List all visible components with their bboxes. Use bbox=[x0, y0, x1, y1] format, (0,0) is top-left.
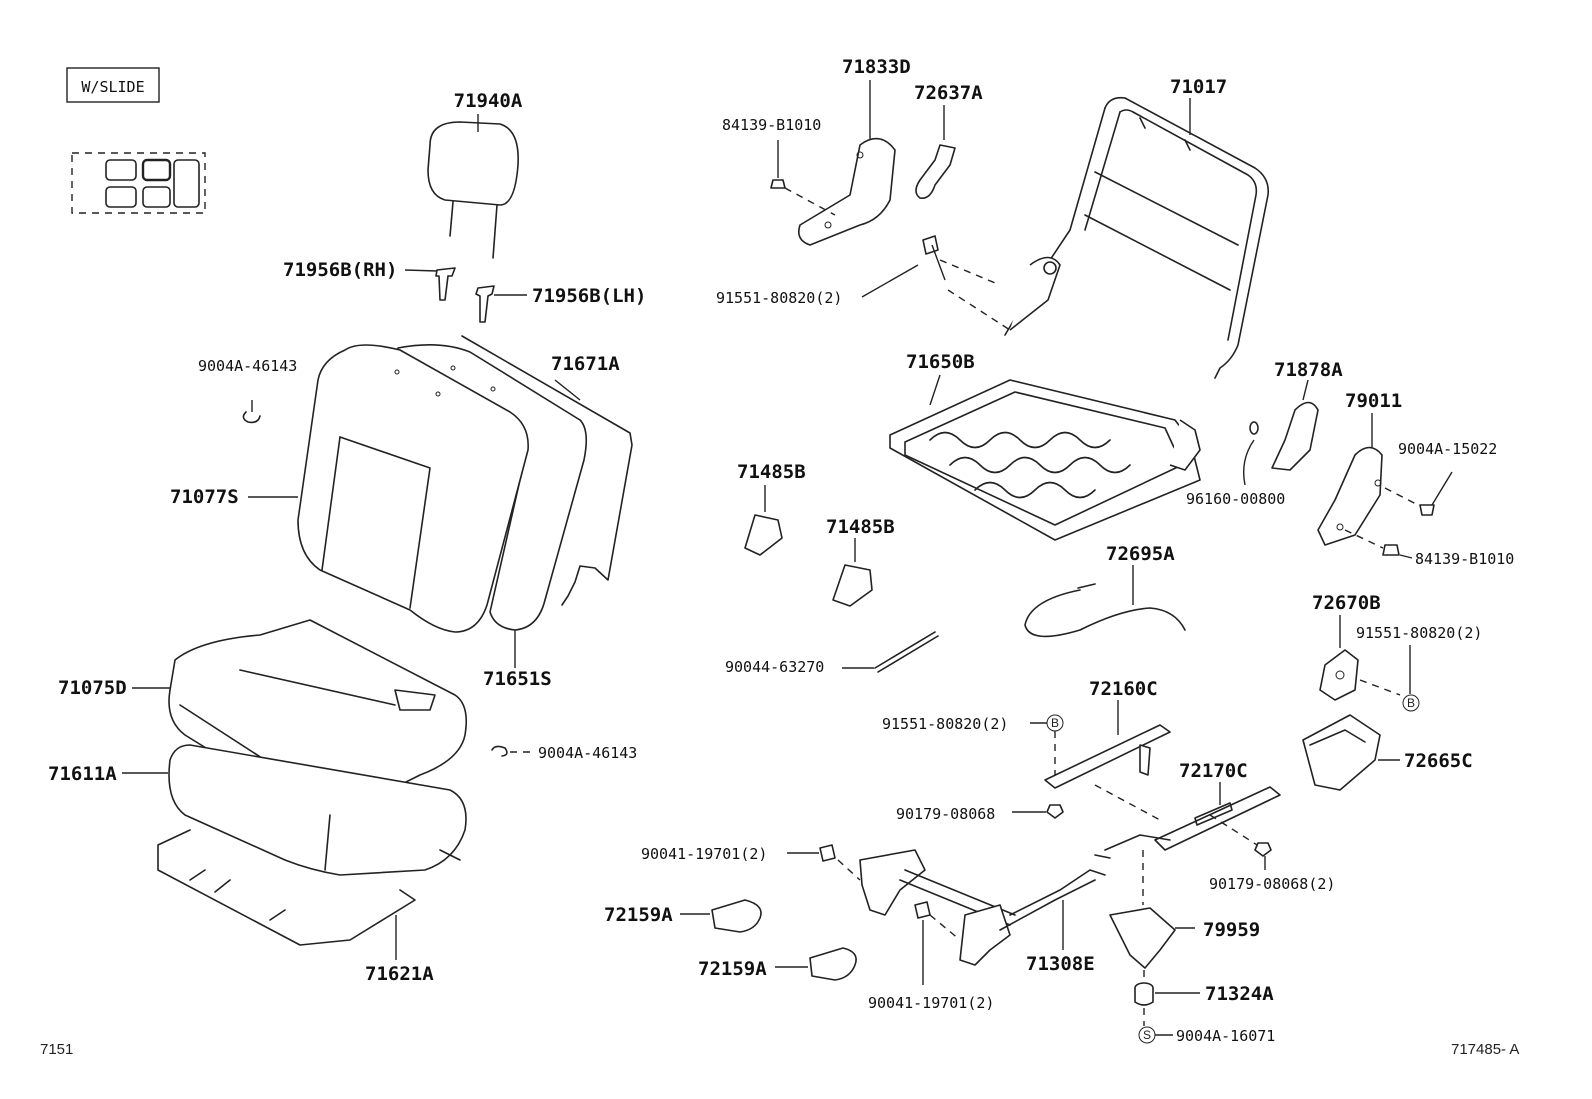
label-90044-63270: 90044-63270 bbox=[725, 658, 824, 676]
label-71485B-a: 71485B bbox=[737, 461, 806, 483]
label-79011: 79011 bbox=[1345, 390, 1402, 412]
stopper-71324A bbox=[1134, 970, 1200, 1006]
bolt-90041-b bbox=[914, 901, 961, 985]
label-84139-B1010-b: 84139-B1010 bbox=[1415, 550, 1514, 568]
label-71956B-lh: 71956B(LH) bbox=[532, 285, 646, 307]
seat-cushion-pad bbox=[168, 744, 467, 876]
washer-96160 bbox=[1242, 421, 1259, 486]
label-90041-19701-a: 90041-19701(2) bbox=[641, 845, 767, 863]
label-90179-08068-a: 90179-08068 bbox=[896, 805, 995, 823]
screw-84139-b bbox=[1344, 529, 1413, 559]
cap-71485B-a bbox=[744, 485, 783, 556]
rail-72170C bbox=[1094, 782, 1281, 851]
label-71956B-rh: 71956B(RH) bbox=[283, 259, 397, 281]
label-84139-B1010-a: 84139-B1010 bbox=[722, 116, 821, 134]
marker-s: S bbox=[1138, 1008, 1173, 1044]
marker-b-1: B bbox=[1402, 694, 1420, 712]
bolt-90041-a bbox=[787, 844, 861, 881]
recliner-cover-outer bbox=[1317, 413, 1383, 546]
headrest-guide-rh bbox=[404, 267, 456, 301]
recliner-bracket-71878A bbox=[1271, 379, 1319, 471]
label-71308E: 71308E bbox=[1026, 953, 1095, 975]
marker-s-label: S bbox=[1143, 1028, 1151, 1042]
seat-cushion-frame bbox=[889, 374, 1201, 541]
nut-90179-a bbox=[1012, 804, 1064, 819]
label-91551-80820-a: 91551-80820(2) bbox=[716, 289, 842, 307]
label-91551-80820-c: 91551-80820(2) bbox=[882, 715, 1008, 733]
screw-84139-a bbox=[770, 140, 836, 216]
label-71671A: 71671A bbox=[551, 353, 620, 375]
rail-72160C bbox=[1044, 700, 1171, 789]
label-71650B: 71650B bbox=[906, 351, 975, 373]
cover-72159A-b bbox=[775, 947, 857, 981]
clip-a bbox=[242, 400, 261, 424]
nut-90179-b bbox=[1254, 842, 1272, 870]
label-71077S: 71077S bbox=[170, 486, 239, 508]
release-handle-72637A bbox=[915, 105, 956, 200]
variant-badge: W/SLIDE bbox=[66, 67, 160, 103]
label-90179-08068-b: 90179-08068(2) bbox=[1209, 875, 1335, 893]
footer-right: 717485- A bbox=[1451, 1041, 1519, 1058]
cover-79959 bbox=[1109, 850, 1195, 969]
label-96160-00800: 96160-00800 bbox=[1186, 490, 1285, 508]
label-71485B-b: 71485B bbox=[826, 516, 895, 538]
bolt-91551-a bbox=[861, 235, 1011, 331]
label-72159A-b: 72159A bbox=[698, 958, 767, 980]
marker-b-1-label: B bbox=[1407, 696, 1415, 710]
label-71075D: 71075D bbox=[58, 677, 127, 699]
marker-b-2: B bbox=[1046, 714, 1064, 732]
label-72170C: 72170C bbox=[1179, 760, 1248, 782]
seatback-frame bbox=[1004, 96, 1270, 379]
label-71324A: 71324A bbox=[1205, 983, 1274, 1005]
label-72637A: 72637A bbox=[914, 82, 983, 104]
label-72665C: 72665C bbox=[1404, 750, 1473, 772]
recliner-cover-inner bbox=[797, 137, 896, 246]
label-72159A-a: 72159A bbox=[604, 904, 673, 926]
clip-9004A-15022 bbox=[1384, 471, 1453, 516]
variant-badge-label: W/SLIDE bbox=[81, 78, 144, 96]
label-71651S: 71651S bbox=[483, 668, 552, 690]
headrest bbox=[427, 114, 519, 259]
label-79959: 79959 bbox=[1203, 919, 1260, 941]
cap-71485B-b bbox=[832, 538, 873, 607]
label-71940A: 71940A bbox=[454, 90, 523, 112]
seatback-cover bbox=[297, 344, 529, 633]
label-71621A: 71621A bbox=[365, 963, 434, 985]
label-72670B: 72670B bbox=[1312, 592, 1381, 614]
label-72695A: 72695A bbox=[1106, 543, 1175, 565]
label-71833D: 71833D bbox=[842, 56, 911, 78]
release-cable-72695A bbox=[1024, 565, 1186, 638]
label-9004A-15022: 9004A-15022 bbox=[1398, 440, 1497, 458]
seatback-board bbox=[461, 335, 633, 606]
seat-layout-icon bbox=[71, 152, 206, 214]
cable-tie-90044 bbox=[842, 631, 939, 673]
clip-b bbox=[491, 745, 532, 757]
seat-adjuster-71308E bbox=[859, 834, 1171, 966]
label-9004A-46143-b: 9004A-46143 bbox=[538, 744, 637, 762]
marker-b-2-label: B bbox=[1051, 716, 1059, 730]
label-91551-80820-b: 91551-80820(2) bbox=[1356, 624, 1482, 642]
label-90041-19701-b: 90041-19701(2) bbox=[868, 994, 994, 1012]
cover-72159A-a bbox=[680, 899, 762, 933]
headrest-guide-lh bbox=[475, 285, 527, 323]
label-71611A: 71611A bbox=[48, 763, 117, 785]
label-9004A-46143-a: 9004A-46143 bbox=[198, 357, 297, 375]
lock-bracket-72670B bbox=[1319, 615, 1401, 701]
label-71878A: 71878A bbox=[1274, 359, 1343, 381]
footer-left: 7151 bbox=[40, 1041, 73, 1058]
label-72160C: 72160C bbox=[1089, 678, 1158, 700]
label-9004A-16071: 9004A-16071 bbox=[1176, 1027, 1275, 1045]
cover-72665C bbox=[1302, 714, 1400, 791]
seat-cushion-base bbox=[157, 829, 461, 946]
label-71017: 71017 bbox=[1170, 76, 1227, 98]
